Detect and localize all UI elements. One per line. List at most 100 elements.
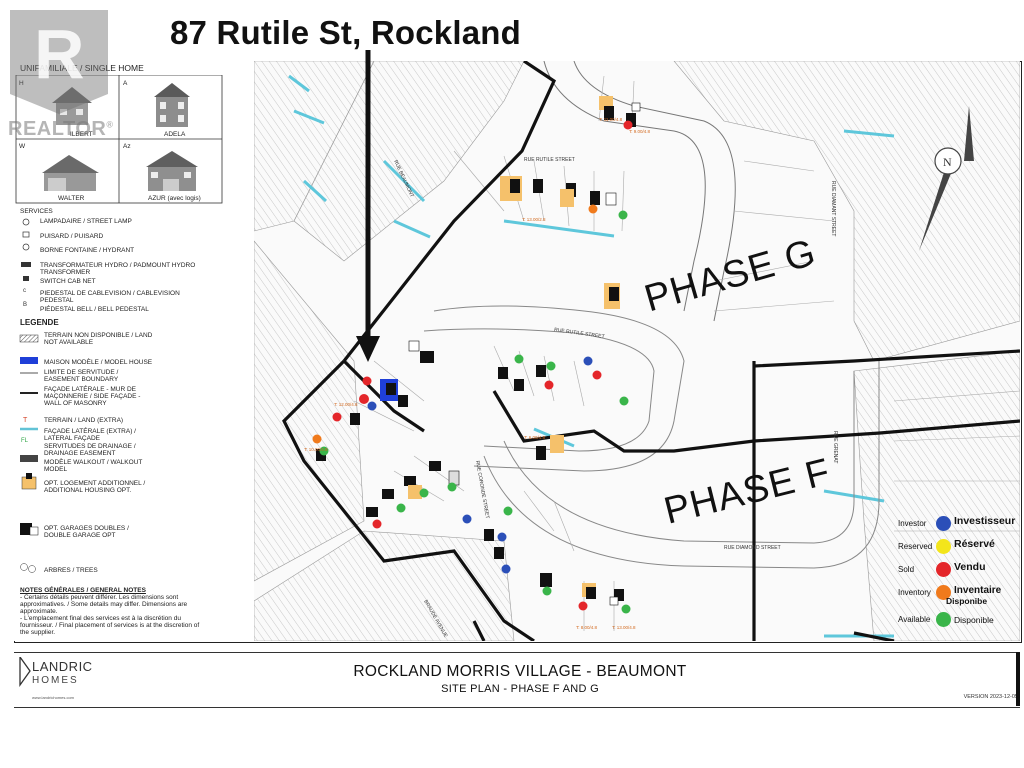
legend-lateral-facade-2: LATERAL FAÇADE [44,435,100,442]
key-row-sold: Sold Vendu [898,562,1022,580]
legend-trees: ARBRES / TREES [44,567,98,574]
house-ilbert-drawing [52,87,92,125]
reserved-dot-icon [936,539,951,554]
service-pedestal: PEDESTAL [40,297,74,304]
lot-status-dots [312,120,633,614]
lot-area-6: T: 6.00/4.8 [524,435,546,440]
lot-area-2: T: 9.00/4.8 [629,129,651,134]
landric-logo: LANDRIC HOMES www.landrichomes.com [18,655,108,705]
key-available-en: Available [898,615,931,624]
house-code-h: H [19,80,24,87]
lot-annotations: T: 11.00/4.8 T: 9.00/4.8 T: 13.00/2.8 T:… [304,117,651,630]
note-line-6: the supplier. [20,629,56,636]
legend-side-facade: FAÇADE LATÉRALE - MUR DE [44,386,136,393]
services-heading: SERVICES [20,208,53,215]
project-title: ROCKLAND MORRIS VILLAGE - BEAUMONT [353,663,687,680]
service-hydrant: BORNE FONTAINE / HYDRANT [40,247,135,254]
lot-area-1: T: 11.00/4.8 [599,117,623,122]
building-footprints [316,96,641,606]
lot-pointer-arrow-icon [356,50,380,362]
service-cable-pedestal: PIEDESTAL DE CABLEVISION / CABLEVISION [40,290,180,297]
legend-side-facade-3: WALL OF MASONRY [44,400,107,407]
service-street-lamp: LAMPADAIRE / STREET LAMP [40,218,132,225]
legend-land-not-available: TERRAIN NON DISPONIBLE / LAND [44,332,153,339]
legend-drainage-2: DRAINAGE EASEMENT [44,450,116,457]
legend-drainage: SERVITUDES DE DRAINAGE / [44,443,136,450]
street-label-grenat: RUE GRENAT [832,431,838,463]
realtor-registered-mark: ® [106,119,114,130]
phase-boundary [282,61,1020,641]
logo-brand-line1: LANDRIC [32,659,93,674]
house-name-walter: WALTER [58,195,85,202]
note-line-3: approximate. [20,608,58,615]
lot-area-5: T: 10.00/4.8 [304,447,328,452]
key-row-investor: Investor Investisseur [898,516,1022,534]
house-code-a: A [123,80,128,87]
legend-double-garage: OPT. GARAGES DOUBLES / [44,525,129,532]
legend-additional-housing: OPT. LOGEMENT ADDITIONNEL / [44,480,146,487]
house-name-azur: AZUR (avec logis) [148,195,201,202]
key-investor-fr: Investisseur [954,515,1016,527]
investor-dot-icon [936,516,951,531]
lot-area-3: T: 13.00/2.8 [522,217,546,222]
lot-area-8: T: 13.00/4.8 [612,625,636,630]
service-hydro-transformer: TRANSFORMATEUR HYDRO / PADMOUNT HYDRO [40,262,196,269]
services-symbols: c B [21,218,31,308]
svg-text:R: R [34,15,85,93]
legend-lateral-facade: FAÇADE LATÉRALE (EXTRA) / [44,428,136,435]
house-types-grid [15,75,223,204]
street-label-diamond: RUE DIAMOND STREET [724,545,781,551]
legend-land-not-available-2: NOT AVAILABLE [44,339,94,346]
sold-dot-icon [936,562,951,577]
key-sold-fr: Vendu [954,561,986,573]
landric-mark-icon [19,657,31,687]
house-code-az: Az [123,143,131,150]
legend-double-garage-2: DOUBLE GARAGE OPT [44,532,116,539]
service-puisard: PUISARD / PUISARD [40,233,104,240]
north-label: N [943,155,952,169]
street-label-rutile-north: RUE RUTILE STREET [524,157,575,163]
logo-url: www.landrichomes.com [32,695,75,700]
key-inventory-fr-2: Disponibe [946,596,988,606]
legend-symbols [19,334,39,573]
key-inventory-en: Inventory [898,588,931,597]
svg-text:c: c [23,288,26,294]
legend-walkout: MODÈLE WALKOUT / WALKOUT [44,459,143,466]
legend-land-extra: TERRAIN / LAND (EXTRA) [44,417,124,424]
key-reserved-fr: Réservé [954,538,995,550]
realtor-watermark: R REALTOR® [4,6,114,146]
house-name-adela: ADELA [164,131,186,138]
legend-easement: LIMITE DE SERVITUDE / [44,369,119,376]
legend-marker-fl: FL [21,438,29,444]
key-sold-en: Sold [898,565,915,574]
site-plan-map: T: 11.00/4.8 T: 9.00/4.8 T: 13.00/2.8 T:… [254,61,1020,641]
sheet-title: SITE PLAN - PHASE F AND G [441,683,599,695]
house-types-heading: UNIFAMILIALE / SINGLE HOME [20,63,144,73]
key-inventory-fr: Inventaire [954,585,1002,596]
available-dot-icon [936,612,951,627]
logo-brand-line2: HOMES [32,675,79,686]
realtor-logo-icon: R [10,10,108,114]
key-investor-en: Investor [898,519,927,528]
house-code-w: W [19,143,26,150]
key-row-available: Available Disponible [898,612,1022,630]
key-row-reserved: Reserved Réservé [898,539,1022,557]
lot-status-key: Investor Investisseur Reserved Réservé S… [898,512,1022,632]
house-adela-drawing [154,83,190,127]
house-walter-drawing [42,155,99,191]
legend-easement-2: EASEMENT BOUNDARY [44,376,119,383]
svg-text:B: B [23,302,27,308]
lot-area-4: T: 12.00/4.8 [334,402,358,407]
realtor-brand-text: REALTOR [8,118,107,140]
legend-additional-housing-2: ADDITIONAL HOUSING OPT. [44,487,132,494]
listing-address-headline: 87 Rutile St, Rockland [170,14,521,51]
house-azur-drawing [146,151,198,191]
inventory-dot-icon [936,585,951,600]
legend-marker-t: T [23,417,28,424]
street-label-diamant: RUE DIAMANT STREET [830,181,836,236]
street-network [423,61,880,569]
note-line-5: fournisseur. / Final placement of servic… [20,622,200,629]
legend-panel: UNIFAMILIALE / SINGLE HOME H ILB [14,61,255,641]
legend-walkout-2: MODEL [44,466,68,473]
notes-heading: NOTES GÉNÉRALES / GENERAL NOTES [20,587,146,594]
